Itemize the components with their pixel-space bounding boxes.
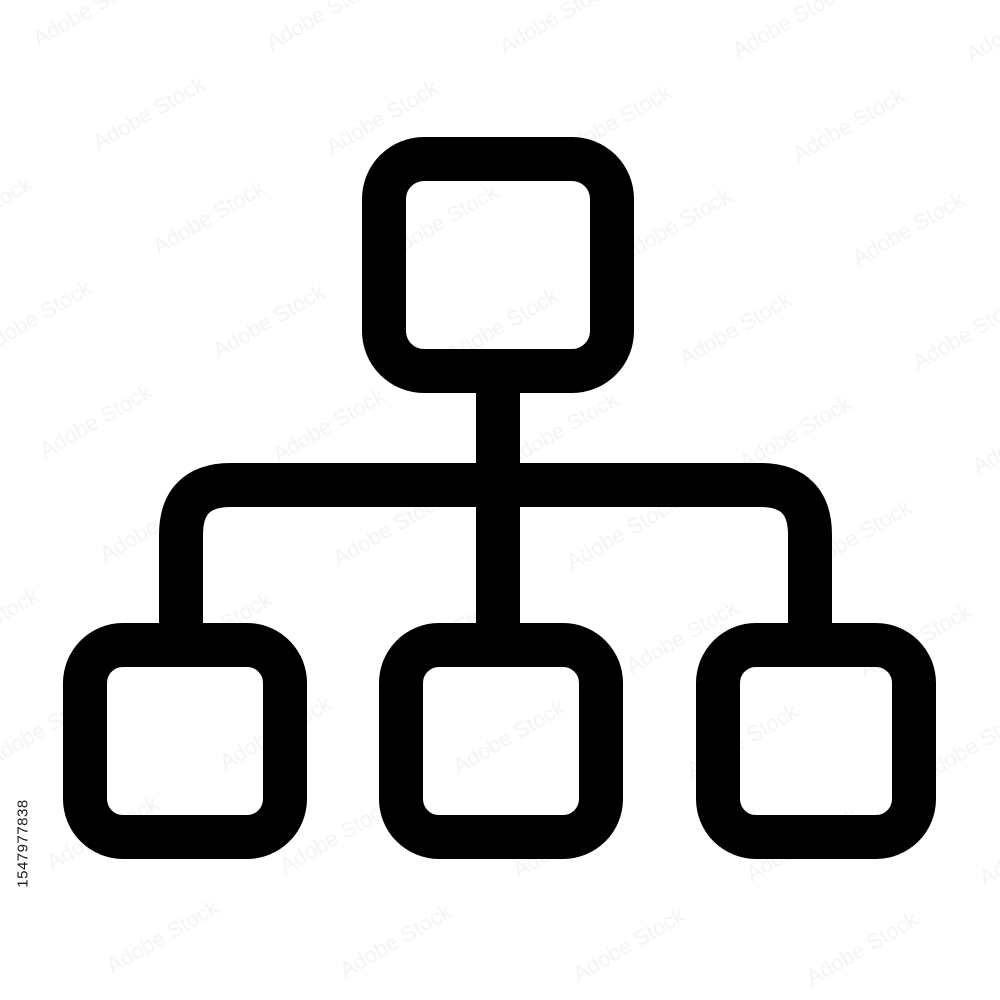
node-child-center [379,623,623,859]
connector-lines [159,372,832,640]
stock-id-text: 1547977838 [14,798,32,888]
node-child-right [696,623,936,859]
node-child-left [63,623,307,859]
stock-id-label: 1547977838 [13,758,33,928]
node-root [362,137,634,393]
